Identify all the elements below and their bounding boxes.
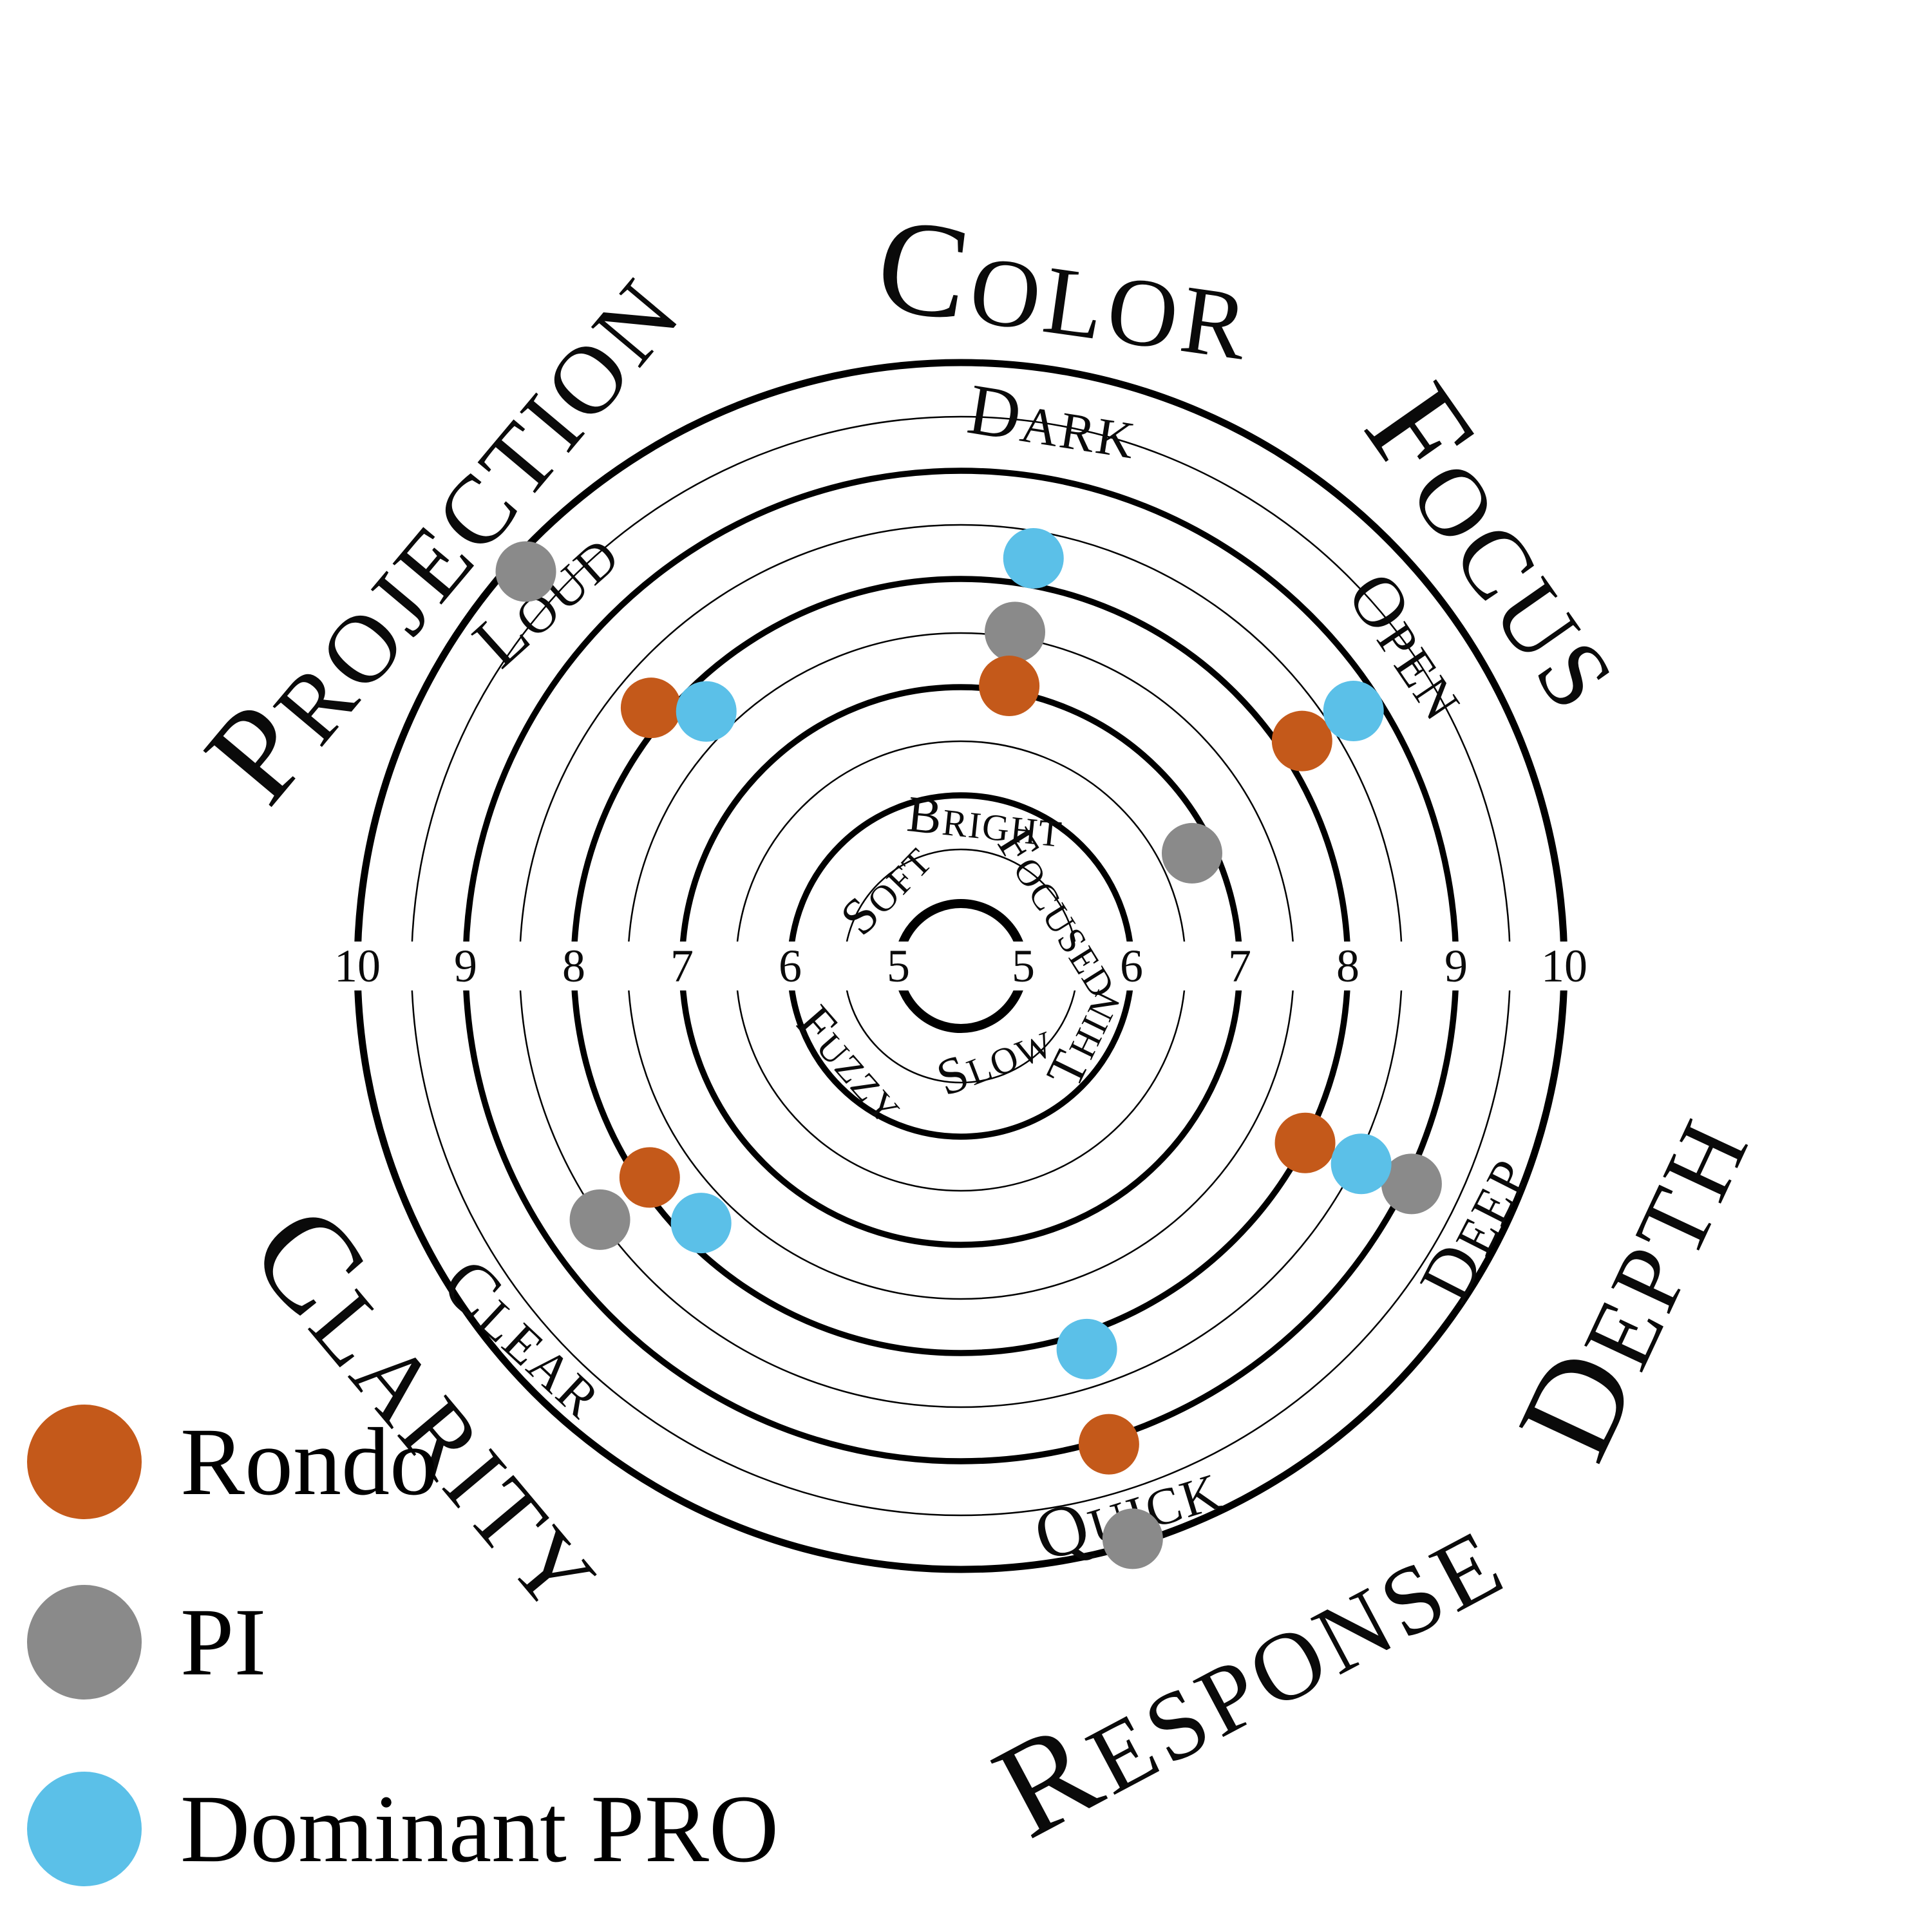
axis-title-projection: PROJECTION bbox=[176, 236, 708, 829]
data-dots bbox=[495, 527, 1442, 1569]
dot-dominant-pro-focus bbox=[1323, 681, 1384, 742]
dot-dominant-pro-clarity bbox=[670, 1193, 732, 1254]
scale-number-right-5: 5 bbox=[1012, 940, 1035, 992]
scale-number-left-9: 9 bbox=[454, 940, 477, 992]
axis-inner-label-projection: SOFT bbox=[829, 831, 943, 946]
dot-dominant-pro-response bbox=[1056, 1318, 1117, 1379]
scale-number-left-8: 8 bbox=[562, 940, 585, 992]
dot-rondo-depth bbox=[1274, 1112, 1336, 1173]
scale-number-left-7: 7 bbox=[670, 940, 694, 992]
scale-band bbox=[309, 942, 1614, 990]
dot-pi-depth bbox=[1381, 1153, 1442, 1215]
dot-rondo-focus bbox=[1271, 710, 1332, 772]
scale-number-right-10: 10 bbox=[1541, 940, 1587, 992]
dot-rondo-projection bbox=[620, 677, 681, 739]
axis-title-focus: FOCUS bbox=[1337, 358, 1664, 736]
dot-dominant-pro-projection bbox=[676, 681, 737, 742]
scale-number-left-10: 10 bbox=[334, 940, 381, 992]
dot-pi-clarity bbox=[569, 1189, 630, 1250]
scale-number-left-6: 6 bbox=[779, 940, 802, 992]
scale-number-right-9: 9 bbox=[1444, 940, 1468, 992]
dot-pi-color bbox=[985, 601, 1046, 663]
dot-rondo-clarity bbox=[619, 1147, 680, 1208]
axis-title-depth: DEPTH bbox=[1489, 1088, 1778, 1480]
scale-number-right-6: 6 bbox=[1120, 940, 1143, 992]
dot-pi-focus bbox=[1161, 822, 1222, 884]
scale-numbers: 10 10 9 9 8 8 7 7 6 6 5 5 bbox=[334, 940, 1587, 992]
dot-rondo-color bbox=[979, 656, 1040, 717]
scale-number-right-8: 8 bbox=[1336, 940, 1359, 992]
dot-dominant-pro-depth bbox=[1331, 1133, 1392, 1195]
axis-title-color: COLOR bbox=[868, 189, 1263, 389]
dot-pi-projection bbox=[495, 541, 556, 602]
dot-rondo-response bbox=[1078, 1414, 1139, 1475]
dot-dominant-pro-color bbox=[1003, 527, 1064, 589]
scale-number-left-5: 5 bbox=[887, 940, 910, 992]
scale-number-right-7: 7 bbox=[1228, 940, 1251, 992]
dot-pi-response bbox=[1102, 1508, 1163, 1569]
